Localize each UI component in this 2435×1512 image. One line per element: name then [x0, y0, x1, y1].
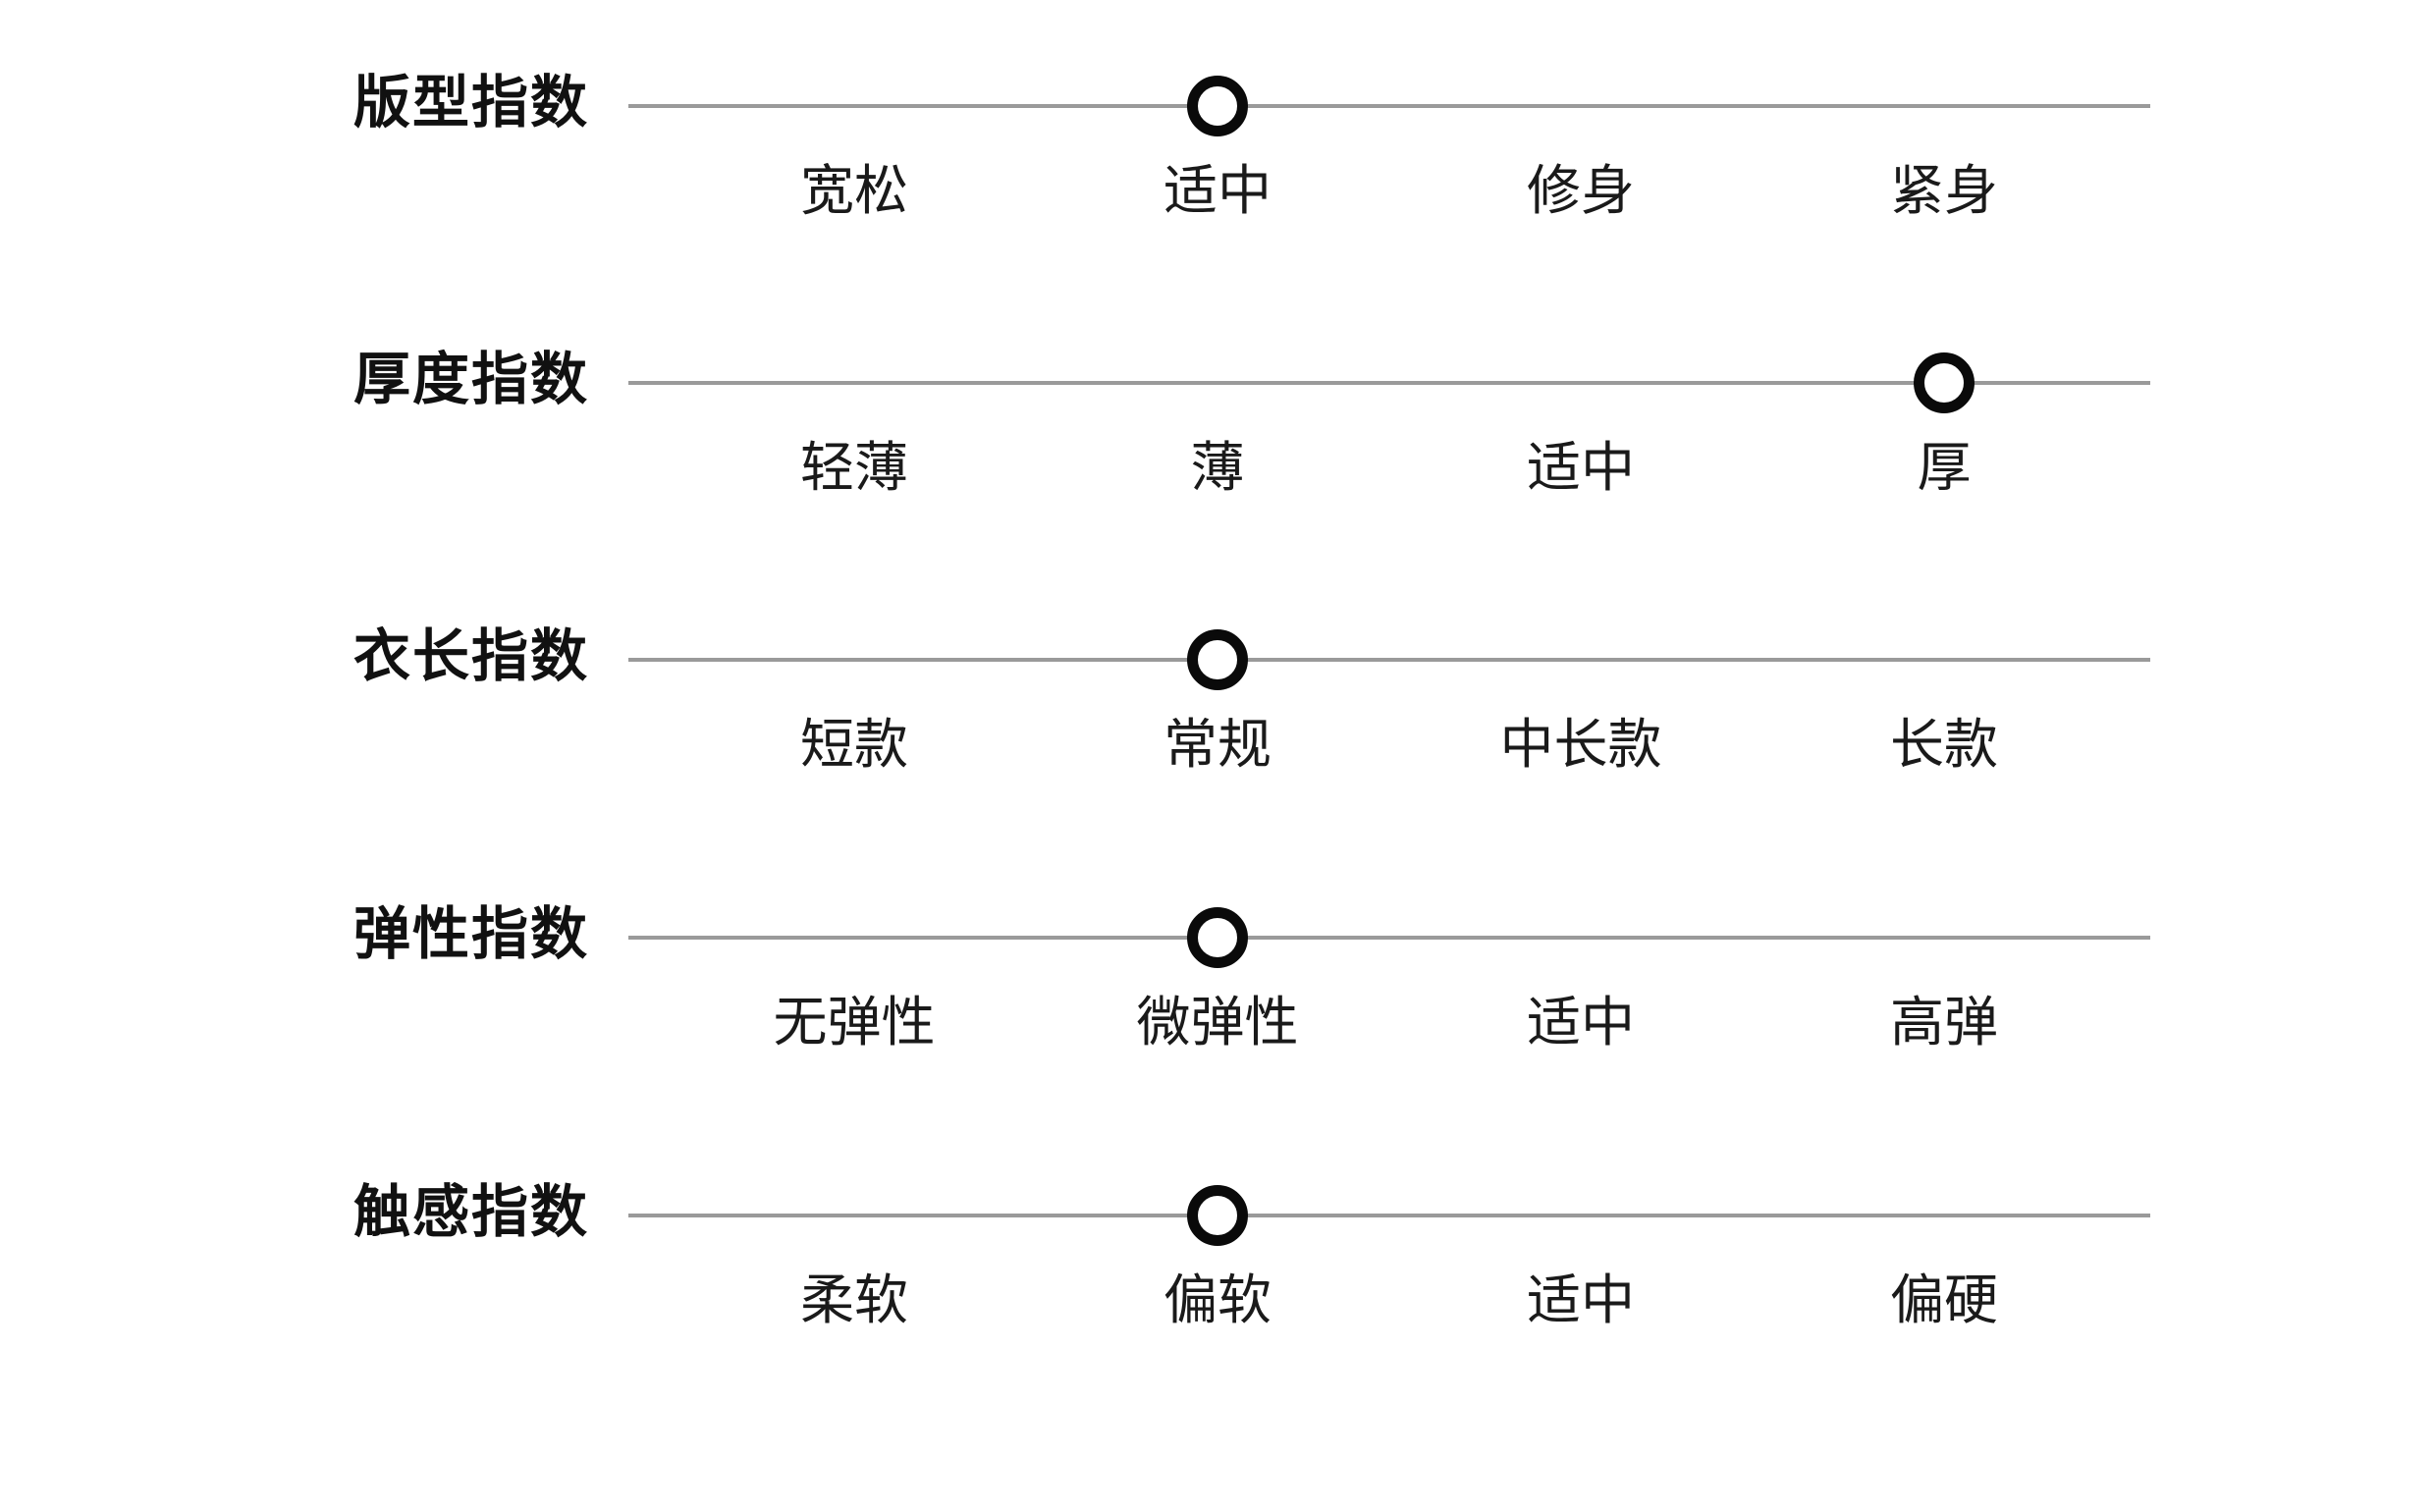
slider-tick-label[interactable]: 厚 [1917, 437, 1972, 498]
slider-tick-labels: 轻薄 薄 适中 厚 [628, 437, 2150, 528]
slider-tick-labels: 无弹性 微弹性 适中 高弹 [628, 992, 2150, 1083]
slider-tick-label[interactable]: 适中 [1163, 160, 1272, 221]
slider-track[interactable] [628, 625, 2150, 694]
slider-tick-label[interactable]: 适中 [1526, 992, 1635, 1053]
slider-tick-label[interactable]: 偏硬 [1889, 1269, 1998, 1330]
slider-tick-label[interactable]: 适中 [1526, 437, 1635, 498]
slider-tick-label[interactable]: 高弹 [1889, 992, 1998, 1053]
slider-tick-label[interactable]: 无弹性 [773, 992, 936, 1053]
slider-tick-labels: 短款 常规 中长款 长款 [628, 714, 2150, 805]
slider-track-line [628, 658, 2150, 662]
attribute-row: 版型指数宽松 适中 修身 紧身 [0, 37, 2435, 253]
slider-track-line [628, 104, 2150, 108]
slider-tick-label[interactable]: 常规 [1163, 714, 1272, 775]
slider-tick-labels: 宽松 适中 修身 紧身 [628, 160, 2150, 251]
slider-tick-label[interactable]: 紧身 [1889, 160, 1998, 221]
slider-track-line [628, 381, 2150, 385]
slider-tick-label[interactable]: 短款 [799, 714, 908, 775]
attribute-row: 弹性指数无弹性 微弹性 适中 高弹 [0, 869, 2435, 1085]
slider-tick-label[interactable]: 微弹性 [1136, 992, 1299, 1053]
slider-tick-label[interactable]: 适中 [1526, 1269, 1635, 1330]
slider-tick-label[interactable]: 修身 [1526, 160, 1635, 221]
slider-track-line [628, 1214, 2150, 1217]
slider-knob[interactable] [1187, 907, 1248, 968]
attribute-row-title: 版型指数 [352, 71, 589, 135]
slider-knob[interactable] [1187, 629, 1248, 690]
slider-track[interactable] [628, 349, 2150, 417]
slider-knob[interactable] [1187, 76, 1248, 136]
slider-knob[interactable] [1914, 352, 1975, 413]
slider-track-line [628, 936, 2150, 940]
slider-tick-label[interactable]: 轻薄 [799, 437, 908, 498]
slider-track[interactable] [628, 1181, 2150, 1250]
attribute-row-title: 厚度指数 [352, 348, 589, 411]
slider-tick-label[interactable]: 柔软 [799, 1269, 908, 1330]
slider-tick-labels: 柔软 偏软 适中 偏硬 [628, 1269, 2150, 1361]
slider-track[interactable] [628, 903, 2150, 972]
slider-tick-label[interactable]: 偏软 [1163, 1269, 1272, 1330]
attribute-row-title: 弹性指数 [352, 902, 589, 966]
attribute-row: 触感指数柔软 偏软 适中 偏硬 [0, 1147, 2435, 1363]
slider-tick-label[interactable]: 长款 [1889, 714, 1998, 775]
attribute-row: 衣长指数短款 常规 中长款 长款 [0, 591, 2435, 807]
slider-track[interactable] [628, 72, 2150, 140]
attribute-row-title: 衣长指数 [352, 624, 589, 688]
slider-tick-label[interactable]: 中长款 [1499, 714, 1662, 775]
slider-tick-label[interactable]: 薄 [1190, 437, 1245, 498]
slider-knob[interactable] [1187, 1185, 1248, 1246]
attribute-row: 厚度指数轻薄 薄 适中 厚 [0, 314, 2435, 530]
attribute-row-title: 触感指数 [352, 1180, 589, 1244]
slider-tick-label[interactable]: 宽松 [799, 160, 908, 221]
